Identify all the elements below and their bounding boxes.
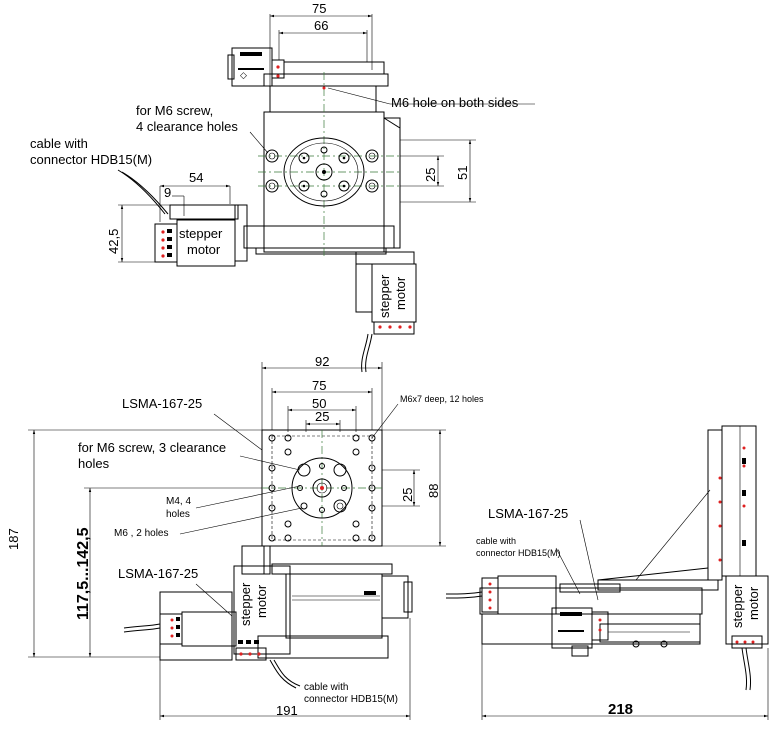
dim-218: 218 — [608, 701, 633, 718]
side-motor: stepper motor — [725, 575, 769, 649]
top-motor-head: ◇ — [227, 47, 389, 87]
dim-range: 117,5...142,5 — [75, 527, 92, 620]
m6-holes-grid — [268, 434, 376, 542]
front-stage-body — [285, 573, 383, 639]
dim-42-5: 42,5 — [106, 229, 121, 254]
side-left-connector — [481, 575, 557, 615]
top-left-motor: stepper motor — [154, 204, 248, 267]
dim-75-front: 75 — [312, 378, 326, 393]
dim-51-top: 51 — [455, 166, 470, 180]
label-m6-screw-front-1: for M6 screw, 3 clearance — [78, 440, 226, 455]
motor-left-label-1: stepper — [179, 226, 223, 241]
label-m6-2holes: M6 , 2 holes — [114, 528, 168, 539]
label-m6-screw-2: 4 clearance holes — [136, 119, 238, 134]
label-cable-top-1: cable with — [30, 136, 88, 151]
label-model-lower: LSMA-167-25 — [118, 566, 198, 581]
dim-191: 191 — [276, 703, 298, 718]
label-cable-front-2: connector HDB15(M) — [304, 694, 398, 705]
dim-54: 54 — [189, 170, 203, 185]
label-m6-screw-1: for M6 screw, — [136, 103, 213, 118]
dim-75-top: 75 — [312, 1, 326, 16]
front-left-connector — [159, 611, 237, 647]
side-view: stepper motor — [445, 425, 769, 720]
label-m4-1: M4, 4 — [166, 496, 191, 507]
dim-88: 88 — [426, 484, 441, 498]
dim-50-front: 50 — [312, 396, 326, 411]
top-view: 75 66 ◇ — [30, 1, 535, 373]
motor-left-label-2: motor — [187, 242, 221, 257]
motor-side-label-1: stepper — [730, 584, 745, 628]
dim-9: 9 — [164, 185, 171, 200]
side-motor-head — [551, 607, 609, 657]
front-motor: stepper motor — [233, 565, 291, 661]
label-model-side: LSMA-167-25 — [488, 506, 568, 521]
svg-text:◇: ◇ — [240, 70, 247, 80]
side-column — [721, 425, 757, 577]
label-cable-top-2: connector HDB15(M) — [30, 152, 152, 167]
label-cable-front-1: cable with — [304, 682, 348, 693]
dim-25-front: 25 — [315, 409, 329, 424]
label-cable-side-2: connector HDB15(M) — [476, 548, 561, 558]
label-m6-hole: M6 hole on both sides — [391, 95, 519, 110]
motor-right-label-1: stepper — [377, 274, 392, 318]
dim-25-right: 25 — [400, 488, 415, 502]
dim-66-top: 66 — [314, 18, 328, 33]
front-view: 92 75 50 25 LSMA-167-25 M6x7 deep, 12 ho… — [6, 354, 484, 720]
label-model-front: LSMA-167-25 — [122, 396, 202, 411]
label-m4-2: holes — [166, 509, 190, 520]
motor-front-label-1: stepper — [238, 582, 253, 626]
front-rotary — [291, 457, 353, 519]
motor-side-label-2: motor — [746, 586, 761, 620]
label-cable-side-1: cable with — [476, 536, 516, 546]
dim-187: 187 — [6, 528, 21, 550]
top-rotary-table — [283, 137, 365, 207]
top-bottom-motor: stepper motor — [355, 251, 417, 335]
dim-92: 92 — [315, 354, 329, 369]
label-m6x7: M6x7 deep, 12 holes — [400, 394, 484, 404]
motor-right-label-2: motor — [393, 276, 408, 310]
label-m6-screw-front-2: holes — [78, 456, 110, 471]
motor-front-label-2: motor — [254, 584, 269, 618]
dim-25-top: 25 — [423, 168, 438, 182]
